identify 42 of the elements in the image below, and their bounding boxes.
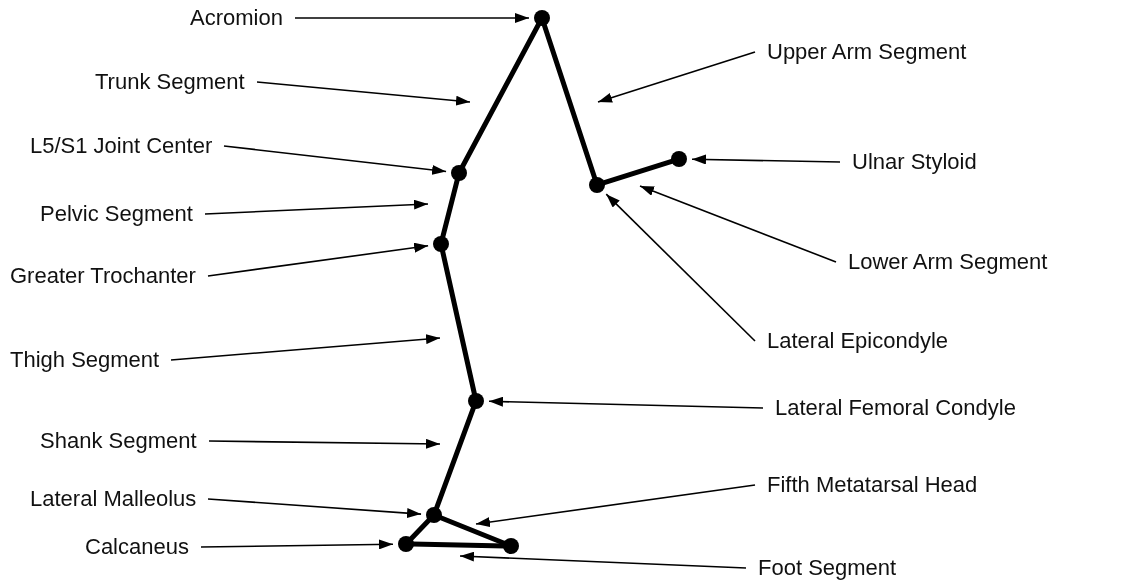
landmark-label: Calcaneus <box>85 534 189 560</box>
landmark-label: Lateral Malleolus <box>30 486 197 512</box>
joint-marker <box>534 10 550 26</box>
leader-line <box>256 81 471 106</box>
joint-marker <box>426 507 442 523</box>
joint-marker <box>589 177 605 193</box>
leader-line <box>200 539 394 550</box>
landmark-label: Acromion <box>190 5 283 31</box>
joint-marker <box>398 536 414 552</box>
landmark-label: Pelvic Segment <box>40 201 193 227</box>
leader-line <box>207 242 429 277</box>
landmark-label: Fifth Metatarsal Head <box>767 472 978 498</box>
leader-line <box>223 145 447 175</box>
joint-marker <box>433 236 449 252</box>
leader-line <box>597 51 756 103</box>
landmark-label: Foot Segment <box>758 555 897 581</box>
landmark-label: Shank Segment <box>40 428 197 454</box>
landmark-label: L5/S1 Joint Center <box>30 133 213 159</box>
leader-line <box>475 484 756 527</box>
landmark-label: Lower Arm Segment <box>848 249 1048 275</box>
landmark-label: Greater Trochanter <box>10 263 196 289</box>
joint-marker <box>468 393 484 409</box>
landmark-label: Thigh Segment <box>10 347 160 373</box>
leader-line <box>294 13 530 23</box>
leader-line <box>170 334 441 361</box>
joint-marker <box>671 151 687 167</box>
landmark-label: Upper Arm Segment <box>767 39 967 65</box>
landmark-label: Lateral Epicondyle <box>767 328 948 354</box>
leader-line <box>459 551 747 569</box>
leader-line <box>207 498 422 519</box>
joint-marker <box>503 538 519 554</box>
leader-line <box>639 185 837 263</box>
leader-line <box>691 154 841 165</box>
leader-line <box>605 193 756 342</box>
leader-line <box>488 396 764 409</box>
landmark-label: Lateral Femoral Condyle <box>775 395 1016 421</box>
leader-line <box>204 199 429 215</box>
body-segment-line <box>407 516 433 543</box>
leader-line <box>208 438 441 449</box>
landmark-label: Trunk Segment <box>95 69 245 95</box>
landmark-label: Ulnar Styloid <box>852 149 977 175</box>
joint-marker <box>451 165 467 181</box>
